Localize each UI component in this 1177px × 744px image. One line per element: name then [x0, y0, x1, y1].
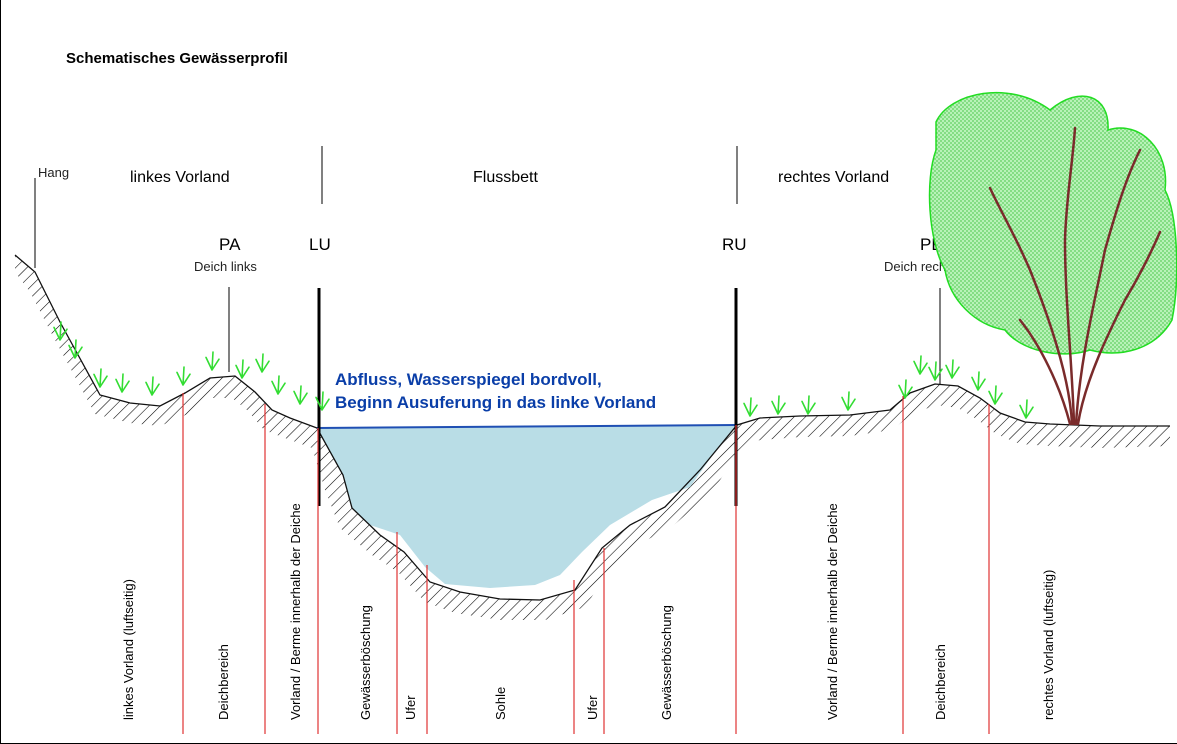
zone-label-left-floodplain: linkes Vorland: [130, 169, 230, 186]
grass-tuft: [841, 391, 856, 411]
flow-label-line1: Abfluss, Wasserspiegel bordvoll,: [335, 370, 602, 389]
grass-tuft: [205, 351, 220, 371]
grass-tuft: [145, 376, 160, 396]
zone-bottom-label: Vorland / Berme innerhalb der Deiche: [288, 503, 303, 720]
tree-branch: [1074, 148, 1142, 426]
zone-label-right-floodplain: rechtes Vorland: [778, 169, 889, 186]
point-sublabel-deich-links: Deich links: [194, 259, 257, 274]
water-body: [317, 425, 737, 588]
tree-branch: [1018, 318, 1072, 426]
grass-tuft: [53, 321, 68, 341]
grass-tuft: [743, 397, 758, 417]
zone-bottom-label: Sohle: [493, 687, 508, 720]
grass-tuft: [801, 395, 816, 415]
zone-bottom-label: Ufer: [403, 695, 418, 720]
grass-tuft: [898, 379, 913, 399]
zone-label-hang: Hang: [38, 165, 69, 180]
point-label-ru: RU: [722, 235, 747, 254]
grass-tuft: [176, 366, 191, 386]
tree-branch: [1063, 126, 1077, 426]
grass-tuft: [271, 375, 286, 395]
grass-tuft: [971, 371, 986, 391]
terrain-surface-line: [14, 254, 1170, 601]
tree-trunk: [988, 126, 1162, 426]
grass-tuft: [771, 395, 786, 415]
flow-label-line2: Beginn Ausuferung in das linke Vorland: [335, 393, 656, 412]
grass-tuft: [293, 385, 308, 405]
zone-bottom-label: Gewässerböschung: [358, 605, 373, 720]
point-label-pa: PA: [219, 235, 241, 254]
grass-tuft: [1019, 399, 1034, 419]
zone-bottom-label: Vorland / Berme innerhalb der Deiche: [825, 503, 840, 720]
grass-tuft: [93, 368, 108, 388]
grass-tuft: [255, 353, 270, 373]
grass-tuft: [928, 361, 943, 381]
zone-bottom-label: Deichbereich: [933, 644, 948, 720]
grass-tuft: [315, 391, 330, 411]
tree-branch: [1076, 230, 1162, 426]
zone-label-riverbed: Flussbett: [473, 169, 538, 186]
grass-tufts: [53, 321, 1034, 419]
zone-bottom-label: Gewässerböschung: [659, 605, 674, 720]
grass-tuft: [988, 385, 1003, 405]
zone-bottom-label: Deichbereich: [216, 644, 231, 720]
tree-crown: [928, 91, 1177, 355]
diagram-title: Schematisches Gewässerprofil: [66, 50, 288, 67]
tree-branch: [988, 186, 1074, 426]
grass-tuft: [945, 359, 960, 379]
zone-bottom-label: linkes Vorland (luftseitig): [121, 579, 136, 720]
point-sublabel-deich-rechts: Deich rechts: [884, 259, 957, 274]
grass-tuft: [115, 373, 130, 393]
grass-tuft: [913, 355, 928, 375]
zone-divider-lines: [182, 393, 990, 734]
zone-bottom-labels: linkes Vorland (luftseitig) Deichbereich V…: [121, 503, 1056, 720]
water-surface-line: [316, 424, 738, 429]
point-label-lu: LU: [309, 235, 331, 254]
zone-bottom-label: Ufer: [585, 695, 600, 720]
grass-tuft: [68, 339, 83, 359]
zone-bottom-label: rechtes Vorland (luftseitig): [1041, 570, 1056, 720]
grass-tuft: [235, 359, 250, 379]
